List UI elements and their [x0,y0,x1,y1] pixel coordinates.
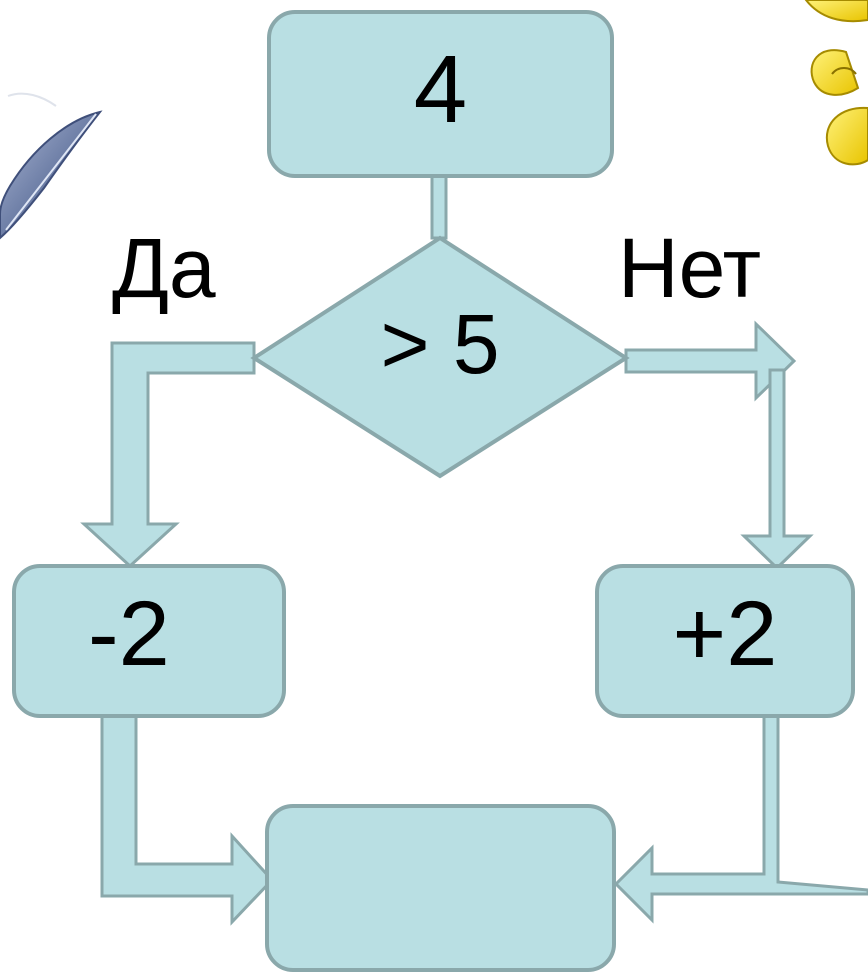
no-branch-label: Нет [618,221,762,315]
yes-branch-label: Да [112,221,216,315]
yellow-flower-icon [804,0,868,166]
feather-quill-icon [0,92,103,240]
condition-diamond [250,235,630,479]
yes-action-box [12,564,286,718]
merge-arrow-right [613,712,868,924]
merge-arrow-left [100,712,275,926]
condition-label: > 5 [380,297,500,391]
no-action-label: +2 [672,583,778,685]
result-box [265,804,616,972]
yes-action-label: -2 [88,583,170,685]
start-box [267,10,614,178]
no-action-box [595,564,855,718]
connector-start-to-condition [430,174,448,240]
start-value-label: 4 [413,36,468,143]
yes-arrow [80,341,256,569]
no-arrow-down [740,368,814,571]
